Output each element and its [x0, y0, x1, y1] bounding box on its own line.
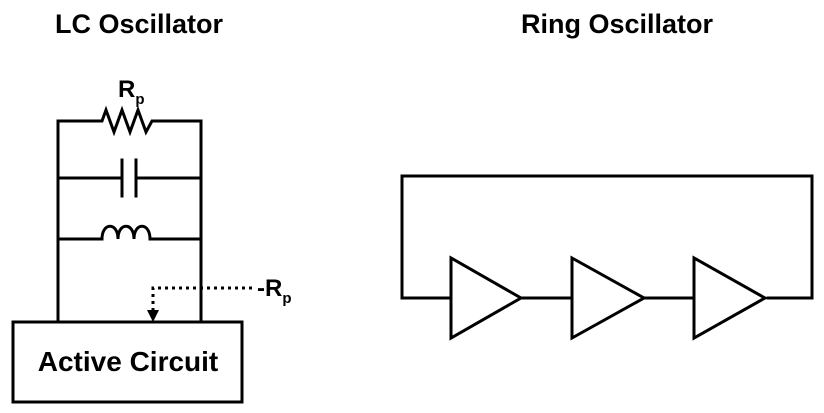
inductor — [56, 224, 203, 241]
resistor — [56, 105, 203, 137]
inverter-stage-2 — [570, 255, 648, 341]
rp-label: Rp — [118, 76, 145, 108]
active-circuit-box — [11, 320, 244, 404]
active-circuit-label: Active Circuit — [38, 346, 219, 377]
lc-oscillator-title: LC Oscillator — [55, 9, 224, 39]
ring-oscillator — [400, 174, 814, 341]
negative-rp-label: -Rp — [257, 275, 292, 307]
inverter-stage-3 — [692, 255, 769, 341]
inverter-stage-1 — [449, 255, 525, 341]
negative-resistance-arrow — [147, 286, 252, 322]
lc-oscillator: Rp -Rp Active Circuit — [11, 76, 292, 404]
feedback-wire — [400, 174, 814, 300]
capacitor — [56, 158, 203, 198]
ring-oscillator-title: Ring Oscillator — [521, 9, 714, 39]
